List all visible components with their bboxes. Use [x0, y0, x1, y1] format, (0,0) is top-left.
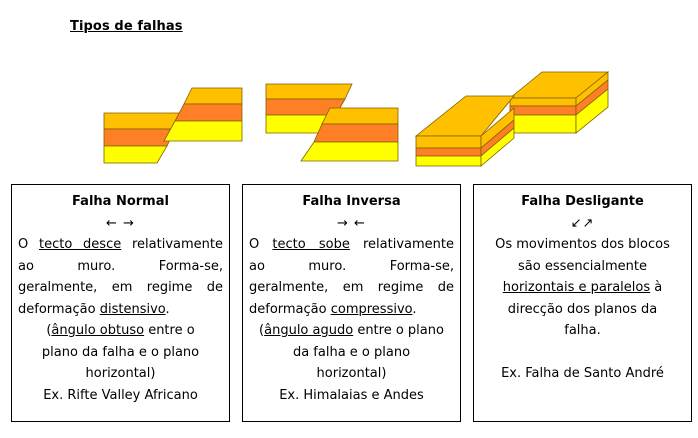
strike-back-side-bottom — [575, 88, 609, 134]
reverse-fault-box: Falha Inversa → ← O tecto sobe relativam… — [242, 184, 461, 422]
strike-line-2: são essencialmente — [518, 258, 647, 274]
normal-fault-heading: Falha Normal — [72, 194, 169, 209]
strike-line-3: horizontais e paralelos à — [502, 280, 663, 295]
normal-line-1: O tecto desce relativamente — [18, 237, 223, 252]
reverse-example: Ex. Himalaias e Andes — [279, 387, 424, 403]
reverse-right-top-layer — [321, 107, 399, 125]
normal-left-bottom-layer — [103, 145, 168, 164]
strike-front-front-mid — [415, 147, 482, 157]
normal-fault-diagram — [103, 87, 243, 164]
reverse-right-mid-layer — [313, 123, 399, 143]
reverse-fault-diagram — [265, 83, 399, 162]
normal-example: Ex. Rifte Valley Africano — [43, 387, 198, 403]
normal-line-7: horizontal) — [85, 366, 156, 381]
normal-line-6: plano da falha e o plano — [41, 344, 200, 360]
reverse-line-3: geralmente, em regime de — [249, 280, 454, 295]
page-title: Tipos de falhas — [70, 19, 183, 34]
strike-back-front-mid — [509, 105, 577, 116]
normal-right-top-layer — [183, 87, 243, 105]
blank-line — [480, 342, 685, 364]
reverse-line-4: deformação compressivo. — [249, 301, 417, 317]
reverse-left-top-layer — [265, 83, 353, 100]
strike-front-side-bottom — [480, 127, 515, 167]
normal-line-4: deformação distensivo. — [18, 301, 170, 317]
strike-slip-fault-diagram — [414, 71, 610, 167]
normal-left-mid-layer — [103, 128, 176, 147]
strike-example: Ex. Falha de Santo André — [501, 366, 664, 381]
reverse-line-2: ao muro. Forma-se, — [249, 258, 454, 274]
reverse-right-bottom-layer — [300, 141, 399, 162]
reverse-line-7: horizontal) — [316, 366, 387, 381]
normal-line-5: (ângulo obtuso entre o — [46, 323, 195, 338]
strike-front-front-bottom — [415, 155, 482, 167]
strike-slip-arrows: ↙↗ — [570, 215, 595, 231]
normal-line-2: ao muro. Forma-se, — [18, 258, 223, 274]
strike-front-front-top — [415, 135, 482, 149]
reverse-fault-arrows: → ← — [337, 215, 366, 231]
strike-slip-heading: Falha Desligante — [521, 194, 644, 209]
strike-back-front-top — [509, 97, 577, 107]
normal-fault-arrows: ← → — [106, 215, 135, 231]
strike-line-4: direcção dos planos da — [507, 301, 658, 317]
strike-line-1: Os movimentos dos blocos — [495, 237, 670, 252]
fault-diagrams — [103, 71, 610, 167]
normal-left-top-layer — [103, 112, 181, 130]
reverse-line-5: (ângulo agudo entre o plano — [259, 323, 444, 338]
normal-fault-box: Falha Normal ← → O tecto desce relativam… — [11, 184, 230, 422]
strike-back-front-bottom — [509, 114, 577, 134]
strike-line-5: falha. — [564, 323, 601, 338]
normal-line-3: geralmente, em regime de — [18, 280, 223, 295]
normal-right-mid-layer — [174, 103, 243, 122]
reverse-fault-heading: Falha Inversa — [302, 194, 401, 209]
reverse-line-1: O tecto sobe relativamente — [249, 237, 455, 252]
reverse-line-6: da falha e o plano — [292, 344, 411, 360]
normal-right-bottom-layer — [163, 120, 243, 142]
strike-slip-fault-box: Falha Desligante ↙↗ Os movimentos dos bl… — [473, 184, 692, 422]
